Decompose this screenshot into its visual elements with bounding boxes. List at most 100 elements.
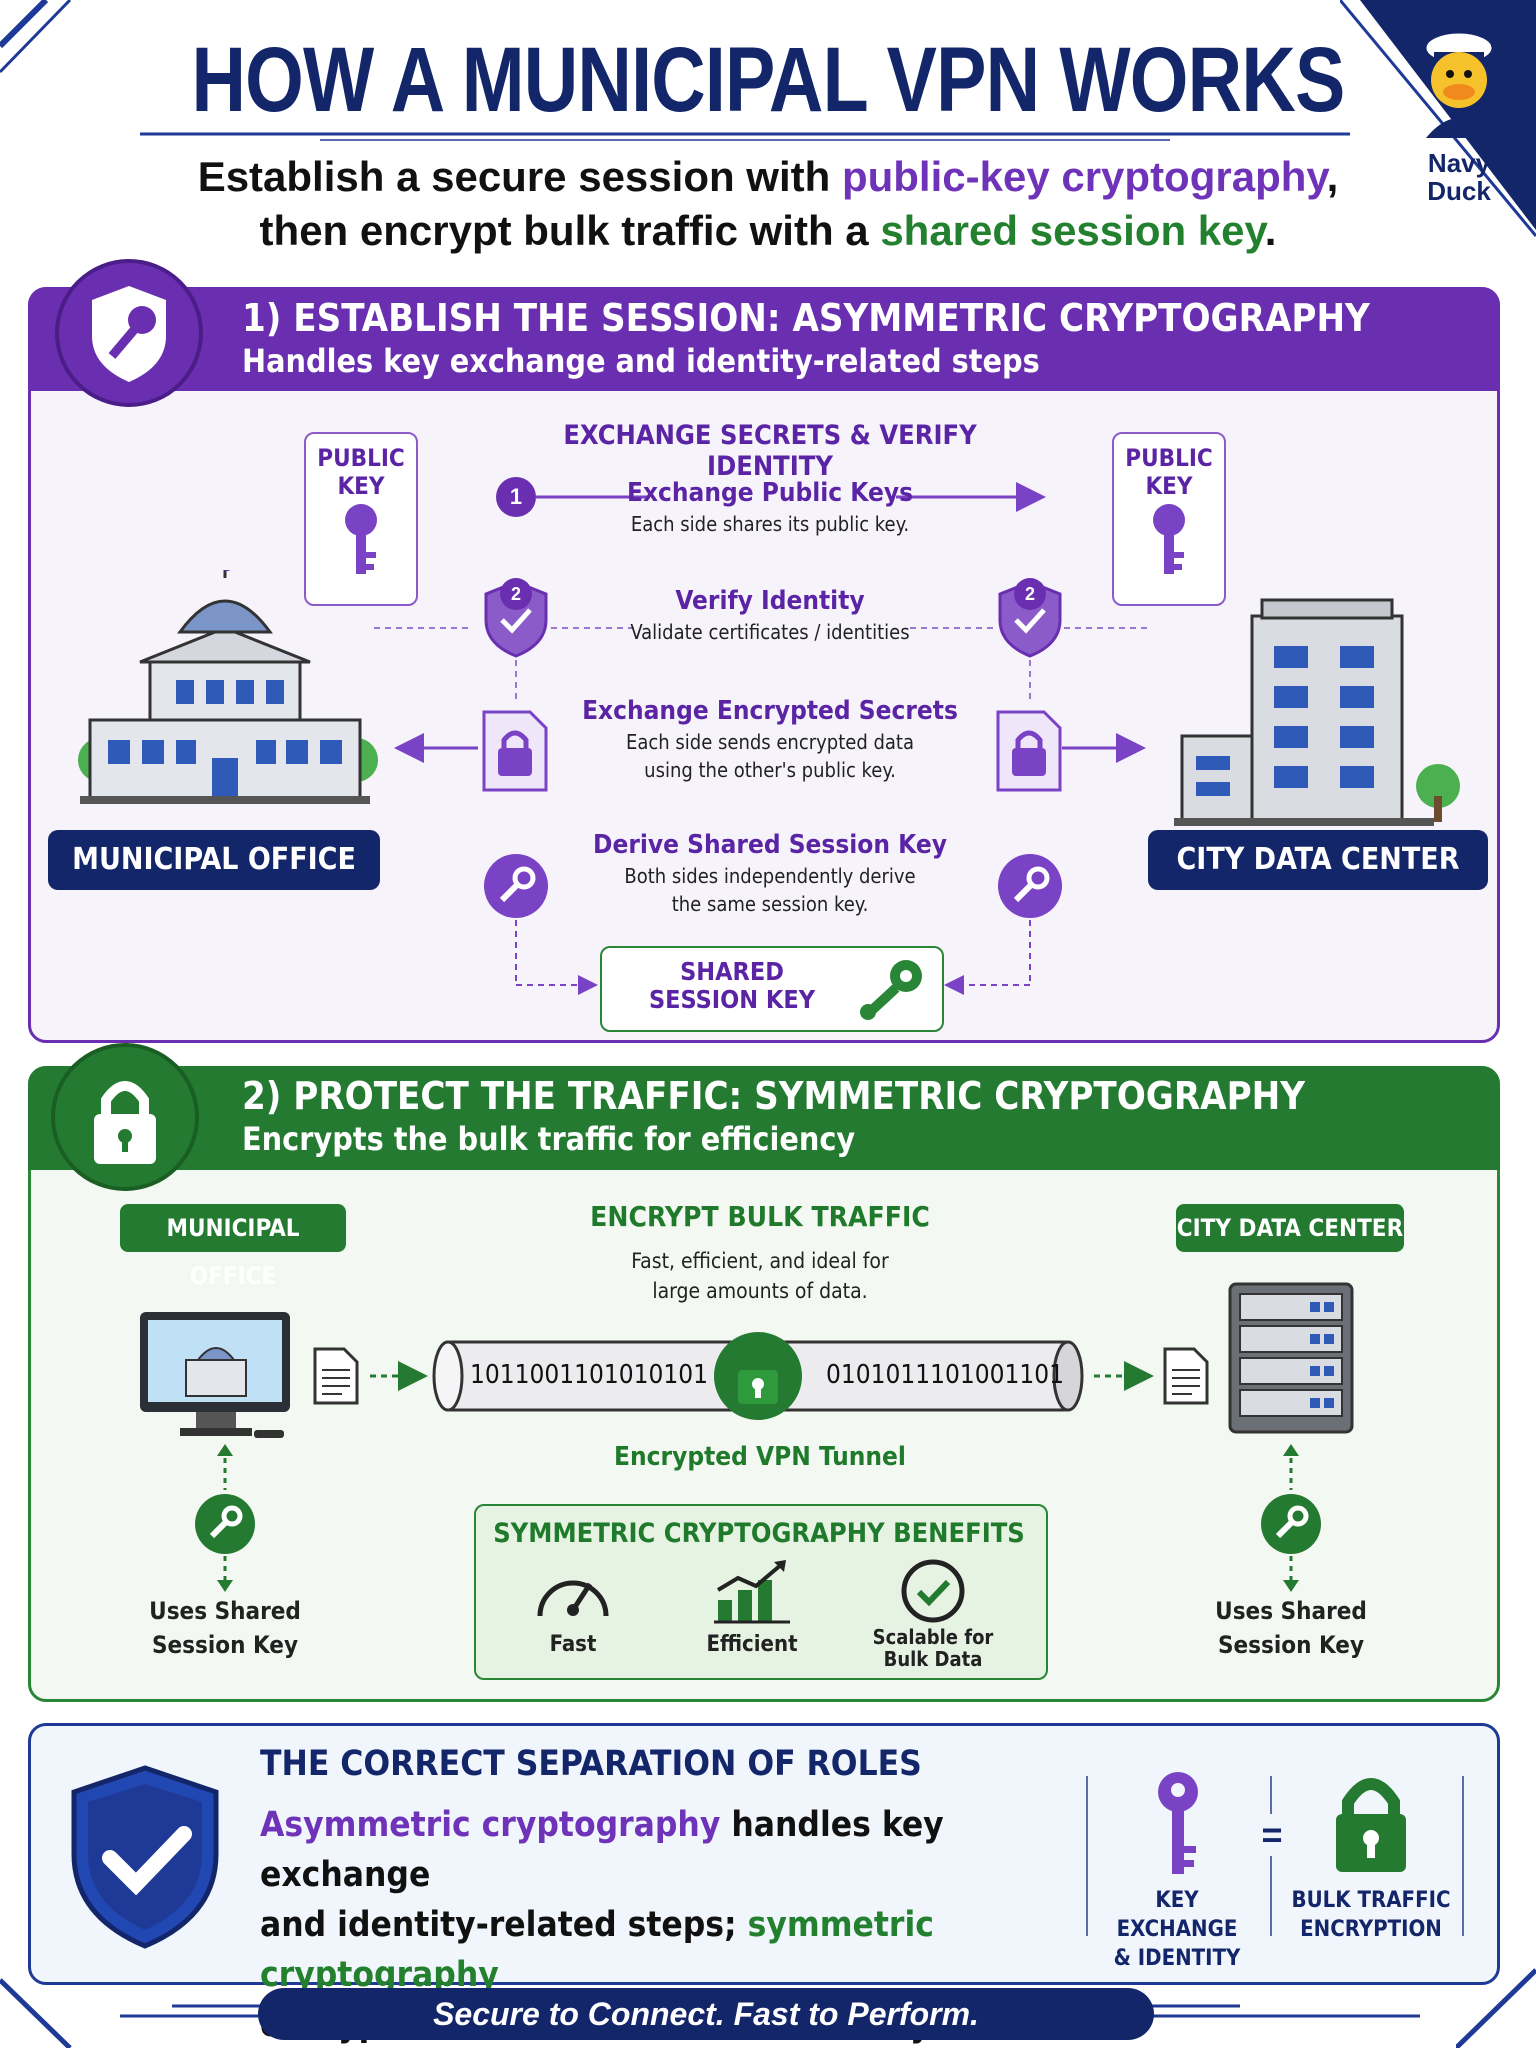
green-key-flow-right bbox=[1261, 1444, 1321, 1592]
logo-text-line-1: Navy bbox=[1427, 148, 1491, 178]
step3-text-line: Each side sends encrypted data bbox=[626, 730, 914, 754]
footer-tagline: Secure to Connect. Fast to Perform. bbox=[433, 1996, 979, 2032]
section2-title: 2) PROTECT THE TRAFFIC: SYMMETRIC CRYPTO… bbox=[242, 1074, 1306, 1118]
document-icon-left bbox=[313, 1347, 359, 1405]
benefit-fast: Fast bbox=[549, 1632, 597, 1657]
binary-bits-right: 0101011101001101 bbox=[826, 1360, 1065, 1390]
subtitle-text: then encrypt bulk traffic with a bbox=[259, 207, 881, 254]
subtitle-highlight-asymmetric: public-key cryptography bbox=[841, 153, 1327, 200]
city-data-center-building-icon bbox=[1174, 598, 1460, 826]
key-exchange-caption: KEY EXCHANGE & IDENTITY bbox=[1096, 1886, 1258, 1973]
step3-text-line: using the other's public key. bbox=[644, 758, 896, 782]
city-data-center-label: CITY DATA CENTER bbox=[1148, 830, 1488, 890]
caption-line: & IDENTITY bbox=[1113, 1946, 1241, 1971]
footer-lines bbox=[120, 2004, 1420, 2018]
server-rack-icon bbox=[1228, 1282, 1354, 1434]
step1-text: Each side shares its public key. bbox=[630, 512, 910, 536]
subtitle-punct: . bbox=[1264, 207, 1277, 254]
step3-title: Exchange Encrypted Secrets bbox=[582, 696, 958, 726]
step1-badge: 1 bbox=[496, 477, 536, 517]
lock-document-icon-left bbox=[482, 710, 548, 792]
bulk-traffic-caption: BULK TRAFFIC ENCRYPTION bbox=[1286, 1886, 1456, 1944]
roles-asymmetric-highlight: Asymmetric cryptography bbox=[260, 1805, 721, 1845]
caption-line: BULK TRAFFIC bbox=[1291, 1888, 1451, 1913]
uses-key-line: Uses Shared bbox=[149, 1597, 301, 1625]
key-icon bbox=[1153, 504, 1185, 574]
section1-header bbox=[28, 287, 1500, 391]
encrypt-text: Fast, efficient, and ideal for large amou… bbox=[560, 1246, 960, 1306]
speedometer-icon bbox=[537, 1580, 609, 1617]
roles-text-span: and identity-related steps; bbox=[260, 1905, 748, 1945]
binary-bits-left: 1011001101010101 bbox=[470, 1360, 709, 1390]
roles-text-span: handles key exchange bbox=[260, 1805, 944, 1895]
key-badge-icon-right bbox=[998, 854, 1062, 918]
section2-municipal-office-label: MUNICIPAL OFFICE bbox=[120, 1204, 346, 1290]
logo-text: Navy Duck bbox=[1404, 149, 1514, 205]
tunnel-label: Encrypted VPN Tunnel bbox=[614, 1442, 906, 1472]
page-subtitle: Establish a secure session with public-k… bbox=[0, 150, 1536, 258]
step2-badge-left: 2 bbox=[500, 578, 532, 610]
purple-key-icon bbox=[1158, 1772, 1198, 1874]
uses-key-line: Uses Shared bbox=[1215, 1597, 1367, 1625]
shared-key-label: SHARED bbox=[680, 957, 784, 986]
roles-divider-left bbox=[1086, 1776, 1088, 1936]
encrypt-text-line: Fast, efficient, and ideal for bbox=[631, 1249, 889, 1273]
equals-sign: = bbox=[1250, 1814, 1294, 1856]
title-underline bbox=[140, 132, 1350, 141]
public-key-label: KEY bbox=[1145, 472, 1193, 500]
encrypt-text-line: large amounts of data. bbox=[652, 1279, 868, 1303]
section1-subtitle: Handles key exchange and identity-relate… bbox=[242, 342, 1040, 380]
uses-key-line: Session Key bbox=[1217, 1631, 1365, 1659]
green-padlock-icon bbox=[1336, 1778, 1406, 1872]
navy-duck-logo: Navy Duck bbox=[1404, 18, 1514, 208]
public-key-label: PUBLIC bbox=[317, 444, 405, 472]
page-title: HOW A MUNICIPAL VPN WORKS bbox=[191, 29, 1346, 131]
check-circle-icon bbox=[901, 1559, 965, 1623]
public-key-label: KEY bbox=[337, 472, 385, 500]
padlock-badge-icon bbox=[51, 1043, 199, 1191]
green-key-flow-left bbox=[195, 1444, 255, 1592]
step4-text: Both sides independently derive the same … bbox=[560, 862, 980, 918]
caption-line: KEY EXCHANGE bbox=[1116, 1888, 1238, 1942]
caption-line: ENCRYPTION bbox=[1300, 1917, 1442, 1942]
section2-subtitle: Encrypts the bulk traffic for efficiency bbox=[242, 1120, 856, 1158]
roles-divider-right bbox=[1462, 1776, 1464, 1936]
step2-title: Verify Identity bbox=[675, 586, 865, 616]
step4-text-line: Both sides independently derive bbox=[624, 864, 916, 888]
benefits-heading: SYMMETRIC CRYPTOGRAPHY BENEFITS bbox=[493, 1518, 1025, 1549]
step2-badge-right: 2 bbox=[1014, 578, 1046, 610]
section2-city-data-center-label: CITY DATA CENTER bbox=[1176, 1204, 1404, 1252]
benefit-scalable-line: Scalable for bbox=[872, 1625, 994, 1649]
shield-key-icon bbox=[55, 259, 203, 407]
subtitle-text: Establish a secure session with bbox=[197, 153, 842, 200]
growth-chart-icon bbox=[714, 1560, 790, 1624]
benefit-scalable-line: Bulk Data bbox=[883, 1647, 983, 1671]
encrypt-heading: ENCRYPT BULK TRAFFIC bbox=[590, 1200, 930, 1233]
municipal-office-building-icon bbox=[78, 570, 378, 804]
corner-decoration-right bbox=[1340, 0, 1536, 237]
step3-text: Each side sends encrypted data using the … bbox=[560, 728, 980, 784]
footer-tagline-bar bbox=[258, 1988, 1154, 2040]
uses-key-line: Session Key bbox=[151, 1631, 299, 1659]
exchange-heading: EXCHANGE SECRETS & VERIFY IDENTITY bbox=[563, 420, 977, 482]
shield-check-icon bbox=[71, 1765, 219, 1949]
municipal-office-label: MUNICIPAL OFFICE bbox=[48, 830, 380, 890]
computer-monitor-icon bbox=[140, 1312, 290, 1438]
roles-divider-middle bbox=[1270, 1776, 1272, 1936]
step1-title: Exchange Public Keys bbox=[626, 478, 914, 508]
roles-heading: THE CORRECT SEPARATION OF ROLES bbox=[260, 1744, 922, 1784]
step4-title: Derive Shared Session Key bbox=[593, 830, 947, 860]
section1-flow-lines bbox=[374, 482, 1150, 995]
tunnel-padlock-icon bbox=[714, 1332, 802, 1420]
section1-title: 1) ESTABLISH THE SESSION: ASYMMETRIC CRY… bbox=[242, 296, 1370, 340]
subtitle-punct: , bbox=[1326, 153, 1339, 200]
subtitle-highlight-symmetric: shared session key bbox=[880, 207, 1265, 254]
key-icon bbox=[345, 504, 377, 574]
step2-text: Validate certificates / identities bbox=[630, 620, 910, 644]
duck-mascot-icon bbox=[1423, 30, 1495, 138]
step4-text-line: the same session key. bbox=[671, 892, 869, 916]
